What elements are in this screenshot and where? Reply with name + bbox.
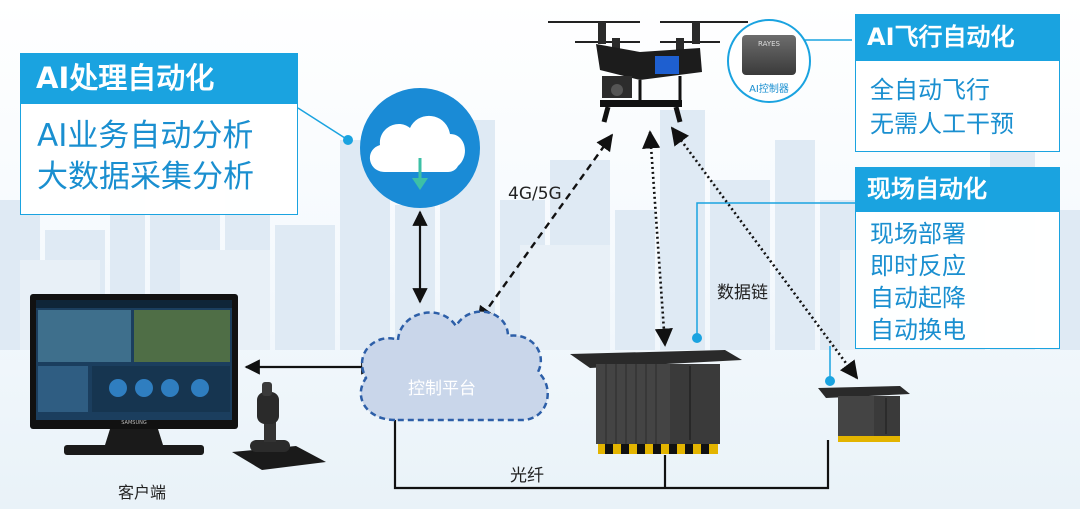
monitor-brand: SAMSUNG [121, 420, 147, 426]
ai-processing-body: AI业务自动分析 大数据采集分析 [20, 103, 298, 215]
network-dashed-arrow [477, 133, 613, 324]
site-line: 即时反应 [870, 252, 966, 280]
ai-flight-body: 全自动飞行 无需人工干预 [855, 60, 1060, 152]
data-link-right [670, 126, 859, 380]
pointer-dot [692, 333, 702, 343]
fiber-line [393, 420, 830, 490]
client-label: 客户端 [118, 483, 167, 502]
site-title: 现场自动化 [855, 167, 1060, 211]
ai-controller-icon: RAYES AI控制器 [727, 19, 811, 103]
ai-flight-line: 全自动飞行 [870, 76, 990, 104]
site-line: 自动换电 [870, 316, 966, 344]
site-line: 自动起降 [870, 284, 966, 312]
pointer-dot [343, 135, 353, 145]
network-label: 4G/5G [508, 184, 562, 204]
ai-controller-label: AI控制器 [749, 84, 789, 95]
ai-processing-pointer [297, 107, 349, 141]
pointer-dot [825, 376, 835, 386]
ai-processing-line: 大数据采集分析 [37, 159, 254, 195]
data-link-label: 数据链 [717, 283, 768, 303]
ai-flight-title: AI飞行自动化 [855, 14, 1060, 60]
ai-processing-line: AI业务自动分析 [37, 118, 254, 154]
site-body: 现场部署 即时反应 自动起降 自动换电 [855, 211, 1060, 349]
site-line: 现场部署 [870, 220, 966, 248]
ai-flight-line: 无需人工干预 [870, 110, 1014, 138]
fiber-label: 光纤 [510, 466, 544, 486]
platform-label: 控制平台 [408, 379, 476, 399]
controller-badge: RAYES [758, 40, 780, 48]
data-link-left [642, 130, 673, 347]
ai-processing-title: AI处理自动化 [20, 53, 298, 103]
controller-device [742, 35, 796, 75]
